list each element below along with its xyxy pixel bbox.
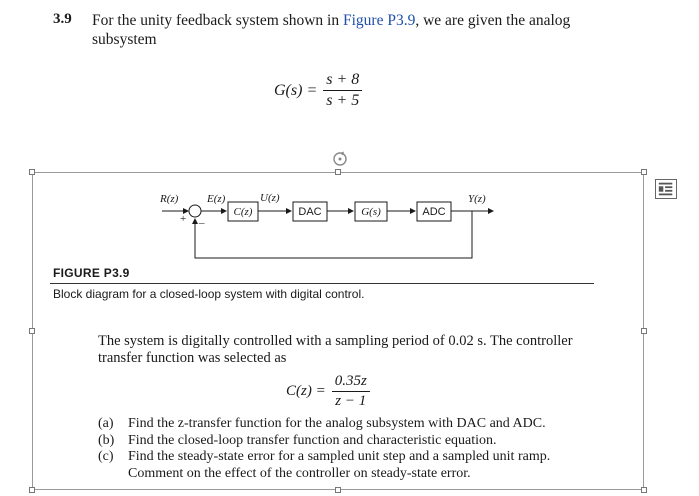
block-diagram: R(z) E(z) U(z) Y(z) + – C(z) DAC G(s) AD… <box>159 192 494 259</box>
signal-label-e: E(z) <box>206 193 226 205</box>
resize-handle-bottom[interactable] <box>335 487 341 493</box>
signal-label-y: Y(z) <box>468 193 486 205</box>
part-label: (b) <box>98 432 115 448</box>
figure-divider <box>50 283 594 284</box>
equation-g-denominator: s + 5 <box>326 92 360 109</box>
summing-junction <box>188 204 202 218</box>
resize-handle-bottom-left[interactable] <box>29 487 35 493</box>
equation-c-lhs: C(z) = <box>286 383 326 399</box>
part-label: (a) <box>98 416 114 431</box>
equation-c-denominator: z − 1 <box>335 393 367 409</box>
summing-plus-sign: + <box>180 213 186 225</box>
dac-block-label: DAC <box>298 206 321 218</box>
question-part-b: (b) Find the closed-loop transfer functi… <box>98 433 603 450</box>
problem-text-after: , we are given the analog subsystem <box>92 12 571 48</box>
layout-options-icon[interactable] <box>655 179 677 199</box>
equation-c-fraction: 0.35z z − 1 <box>331 373 370 410</box>
question-part-a: (a) Find the z-transfer function for the… <box>98 416 603 433</box>
figure-reference-link[interactable]: Figure P3.9 <box>342 12 416 29</box>
question-parts: (a) Find the z-transfer function for the… <box>98 416 603 482</box>
controller-block-label: C(z) <box>234 206 253 218</box>
equation-g: G(s) = s + 8 s + 5 <box>274 71 363 110</box>
problem-number: 3.9 <box>53 11 72 27</box>
resize-handle-top[interactable] <box>335 169 341 175</box>
problem-statement: For the unity feedback system shown in F… <box>92 11 612 49</box>
plant-block-label: G(s) <box>361 206 381 218</box>
part-text: Find the z-transfer function for the ana… <box>128 416 546 431</box>
figure-label: FIGURE P3.9 <box>53 266 130 280</box>
system-description: The system is digitally controlled with … <box>98 333 573 366</box>
resize-handle-top-right[interactable] <box>641 169 647 175</box>
resize-handle-right[interactable] <box>641 328 647 334</box>
summing-minus-sign: – <box>198 217 205 229</box>
adc-block-label: ADC <box>422 206 445 218</box>
equation-c-numerator: 0.35z <box>331 373 370 392</box>
equation-g-fraction: s + 8 s + 5 <box>323 71 363 110</box>
problem-text-before: For the unity feedback system shown in <box>92 12 343 29</box>
equation-g-numerator: s + 8 <box>323 71 363 91</box>
feedback-path <box>192 211 473 259</box>
equation-c: C(z) = 0.35z z − 1 <box>286 373 370 410</box>
resize-handle-bottom-right[interactable] <box>641 487 647 493</box>
equation-g-lhs: G(s) = <box>274 81 318 99</box>
question-part-c: (c) Find the steady-state error for a sa… <box>98 449 603 482</box>
rotate-handle-icon[interactable] <box>331 150 349 168</box>
part-text: Find the steady-state error for a sample… <box>128 449 551 481</box>
signal-label-r: R(z) <box>159 193 179 205</box>
text-box-frame[interactable] <box>29 169 647 493</box>
signal-label-u: U(z) <box>260 192 280 204</box>
resize-handle-left[interactable] <box>29 328 35 334</box>
part-text: Find the closed-loop transfer function a… <box>128 432 497 448</box>
resize-handle-top-left[interactable] <box>29 169 35 175</box>
figure-caption: Block diagram for a closed-loop system w… <box>53 287 365 301</box>
part-label: (c) <box>98 449 114 465</box>
